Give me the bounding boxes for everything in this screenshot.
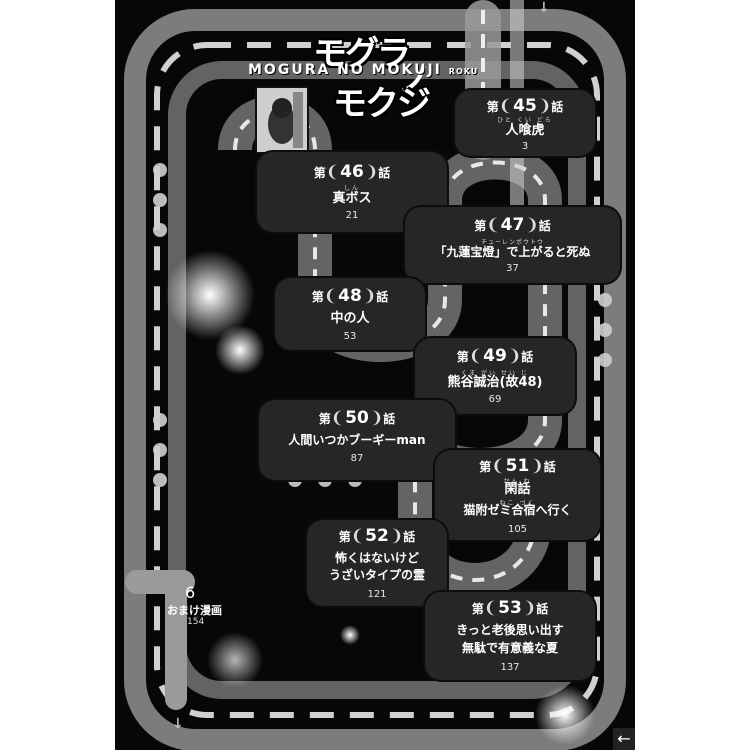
down-arrow-icon: ↓ <box>172 716 184 732</box>
chapter-entry-47[interactable]: 第❨47❩話 チューレンポウトウ 「九蓮宝燈」で上がると死ぬ 37 <box>405 207 620 283</box>
chapter-entry-51[interactable]: 第❨51❩話 かん わ 閑話 ねこ づく 猫附ゼミ合宿へ行く 105 <box>435 450 600 540</box>
series-title-romanized: MOGURA NO MOKUJI ROKU <box>248 62 479 78</box>
chapter-entry-53[interactable]: 第❨53❩話 きっと老後思い出す 無駄で有意義な夏 137 <box>425 592 595 680</box>
chapter-entry-49[interactable]: 第❨49❩話 くま がい せい じ 熊谷誠治(故48) 69 <box>415 338 575 414</box>
chapter-entry-50[interactable]: 第❨50❩話 人間いつかブーギーman 87 <box>259 400 455 480</box>
omake-page: 154 <box>187 617 205 627</box>
chapter-entry-45[interactable]: 第❨45❩話 ひと くい どら 人喰虎 3 <box>455 90 595 156</box>
omake-number-icon: 6 <box>185 583 196 602</box>
series-title-no: ノ <box>398 60 432 100</box>
chapter-entry-48[interactable]: 第❨48❩話 中の人 53 <box>275 278 425 350</box>
back-arrow-icon[interactable]: ← <box>613 728 635 750</box>
down-arrow-icon: ↓ <box>538 0 550 16</box>
table-of-contents-page: モグラ ノ MOGURA NO MOKUJI ROKU モクジ ↓ ↓ 第❨45… <box>115 0 635 750</box>
series-title-line2: モクジ <box>333 84 431 124</box>
series-title-line1: モグラ <box>313 34 411 74</box>
omake-label[interactable]: おまけ漫画 <box>167 604 222 617</box>
mascot-emblem <box>255 86 309 154</box>
chapter-entry-52[interactable]: 第❨52❩話 怖くはないけど うざいタイプの霊 121 <box>307 520 447 606</box>
